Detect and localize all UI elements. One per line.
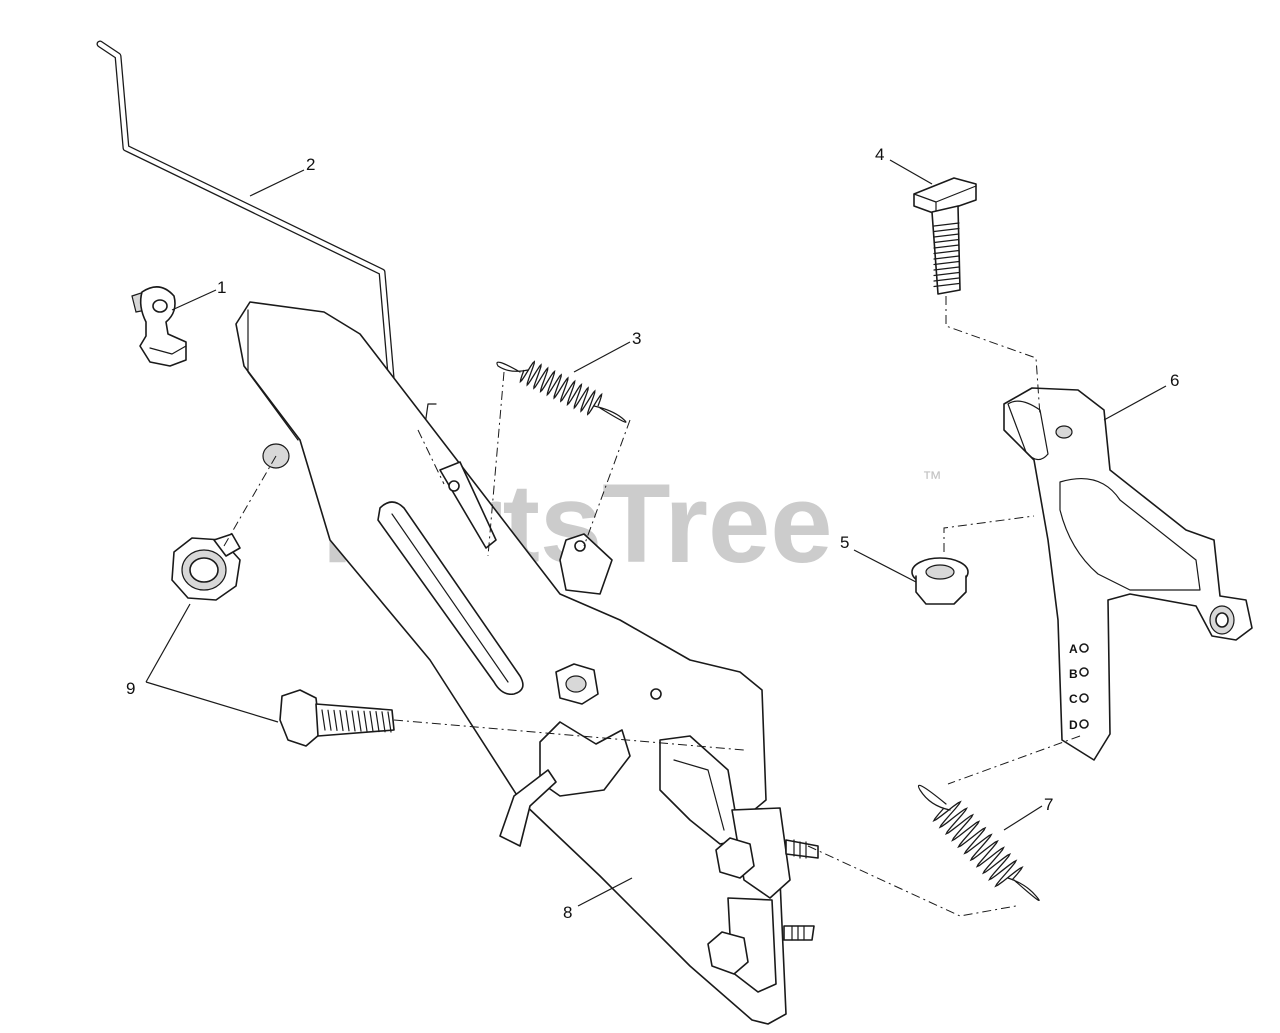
hole-label-c: C [1069,692,1078,706]
thread-line [933,260,960,266]
callout-5: 5 [840,533,849,552]
hole-label-d: D [1069,718,1078,732]
flange-bolt-part-upper [171,533,241,601]
thread-line [363,710,368,732]
callout-9: 9 [126,679,135,698]
thread-line [933,282,960,288]
thread-line [933,238,960,244]
callout-8: 8 [563,903,572,922]
thread-line [369,710,374,733]
callout-7: 7 [1044,795,1053,814]
hole-label-b: B [1069,667,1078,681]
carriage-bolt-part [913,177,977,295]
callout-1: 1 [217,278,226,297]
thread-line [933,277,960,282]
thread-line [381,711,386,733]
watermark-trademark: ™ [922,468,942,490]
thread-line [351,710,356,732]
governor-lever-part: A B C D [1003,387,1253,761]
thread-line [387,711,392,733]
cable-clamp-part [131,286,187,367]
callout-labels: 1 2 3 4 5 6 7 8 9 [126,145,1179,922]
callout-2: 2 [306,155,315,174]
callout-4: 4 [875,145,884,164]
thread-line [933,227,960,233]
callout-6: 6 [1170,371,1179,390]
hole-label-a: A [1069,642,1078,656]
thread-line [321,709,326,731]
thread-line [345,710,350,732]
thread-line [327,709,332,731]
thread-line [933,255,960,260]
thread-line [333,709,338,731]
thread-line [933,233,960,238]
throttle-control-bracket-part [235,301,819,1025]
leader-lines [145,159,1167,907]
lever-holes: A B C D [1069,642,1089,732]
assembly-lines [223,296,1081,917]
thread-line [339,709,344,732]
thread-line [357,710,362,732]
thread-line [933,249,960,255]
thread-line [375,711,380,733]
flange-nut-part [911,557,969,605]
thread-line [933,271,960,277]
thread-line [933,244,960,249]
thread-line [933,266,960,271]
callout-3: 3 [632,329,641,348]
extension-spring-part [496,360,627,423]
flange-bolt-part-lower [279,689,395,747]
governor-spring-part [918,784,1040,901]
thread-line [933,222,960,227]
